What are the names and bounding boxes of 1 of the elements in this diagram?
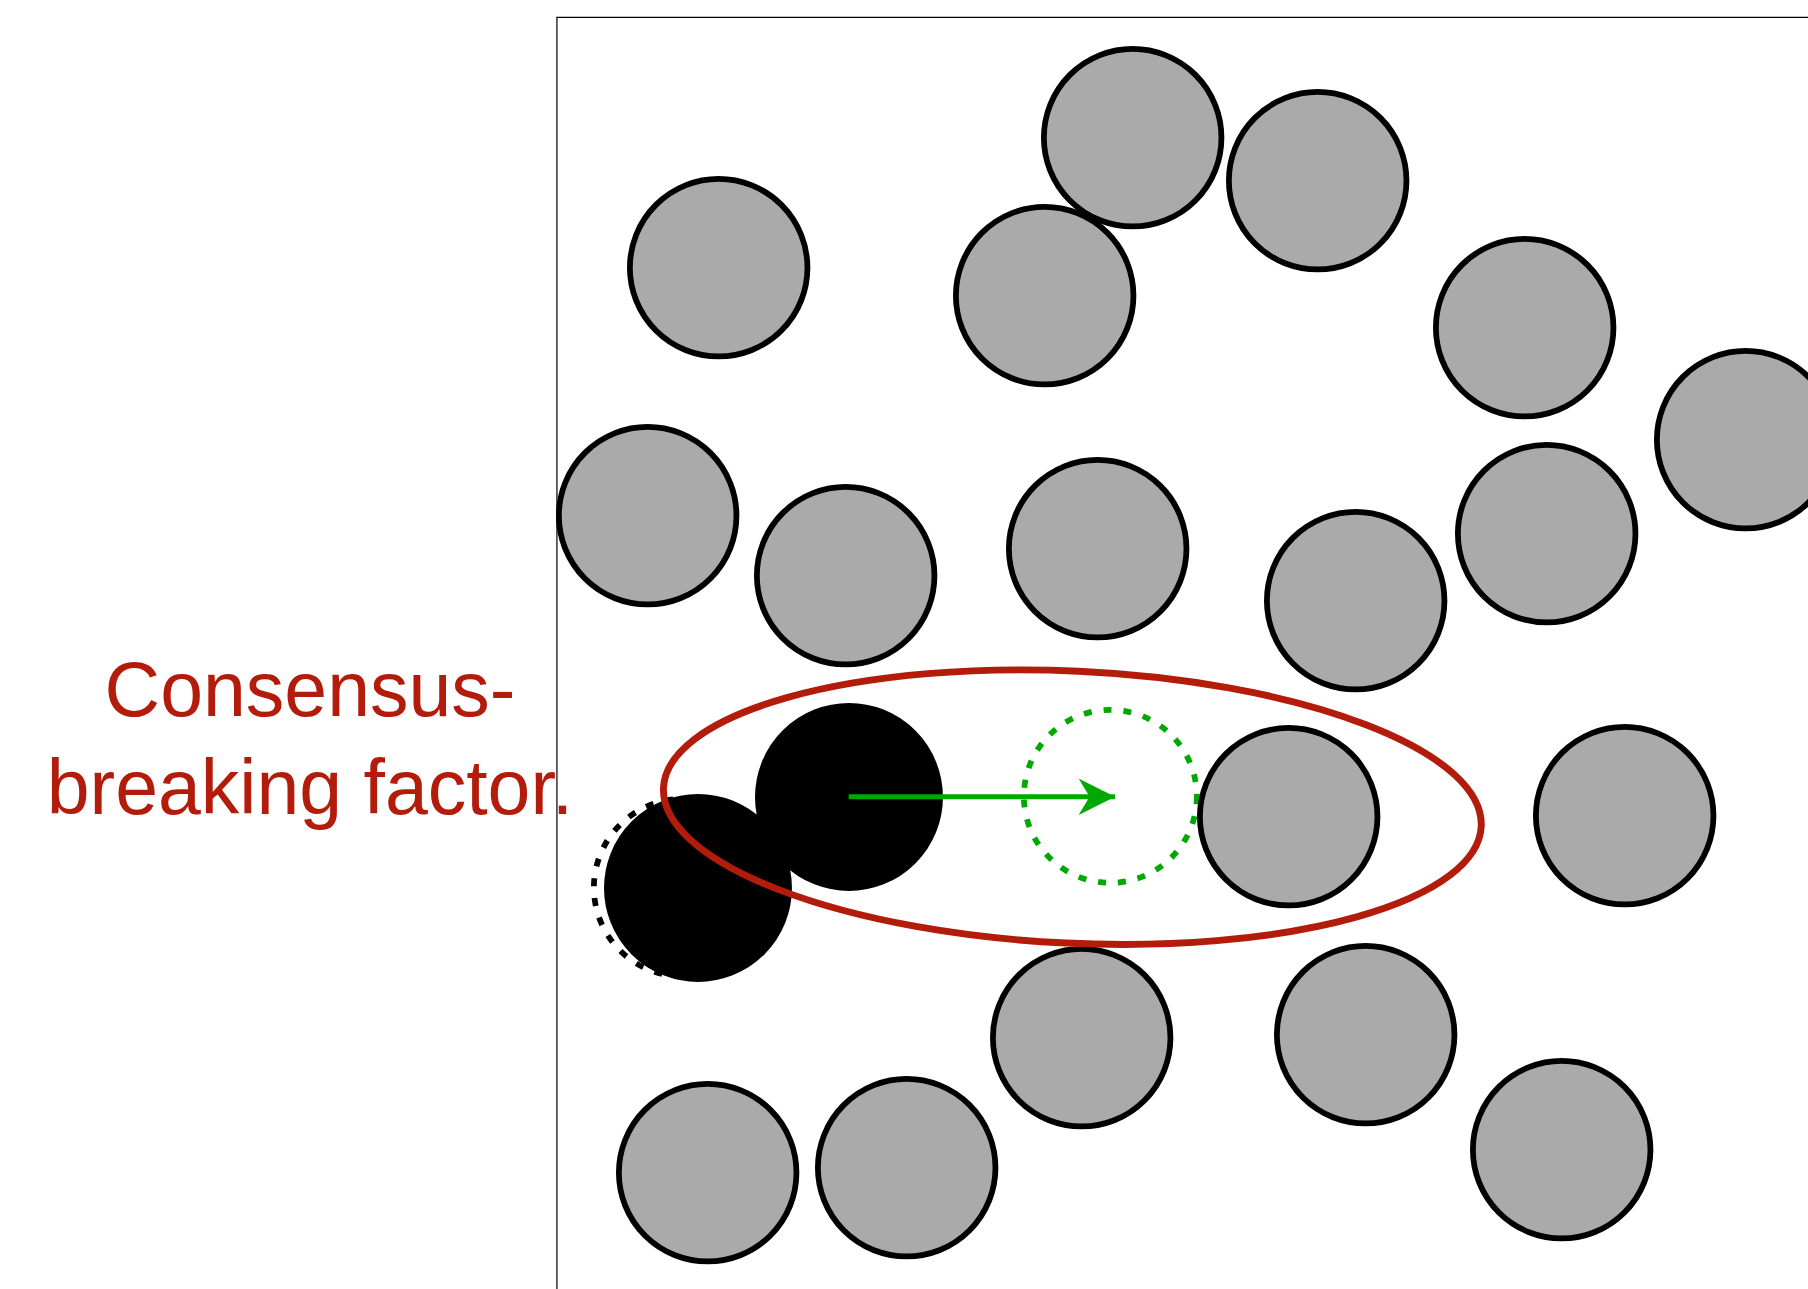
arrow xyxy=(848,778,1115,815)
